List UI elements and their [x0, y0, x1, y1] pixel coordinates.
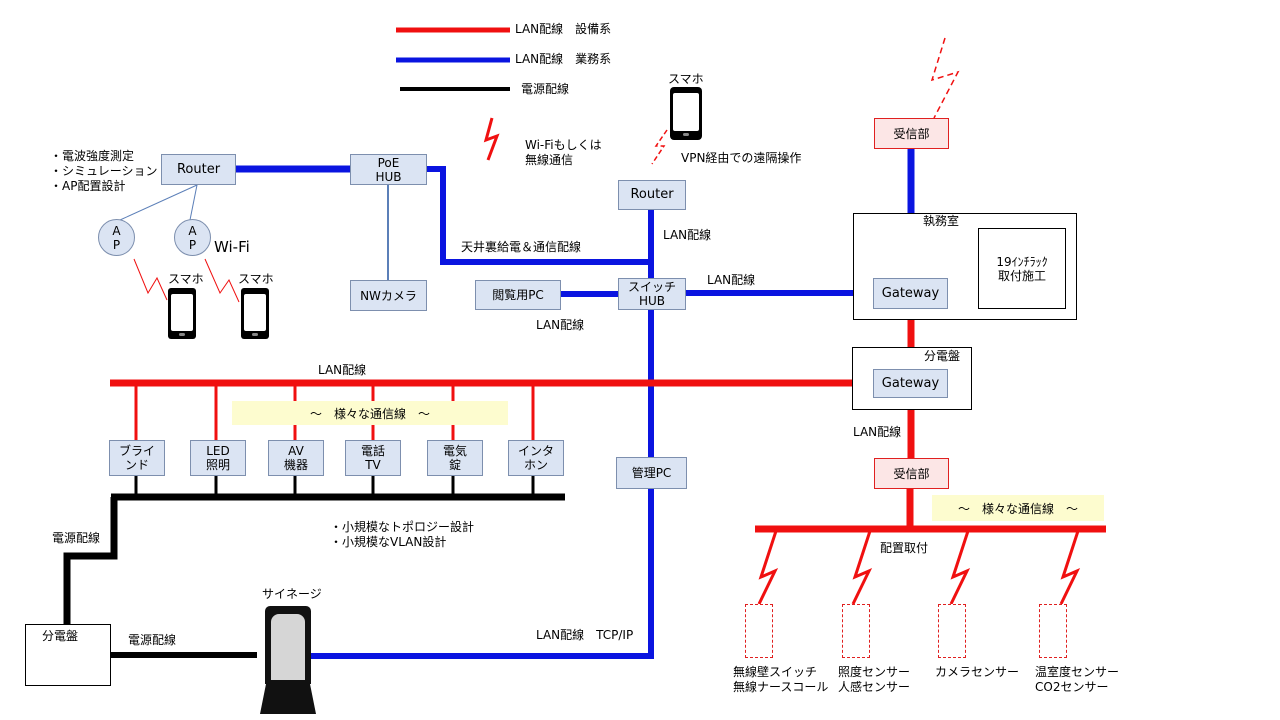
lan-label-gateway: LAN配線	[707, 273, 756, 287]
server-rack: 19ｲﾝﾁﾗｯｸ 取付施工	[978, 228, 1066, 309]
bolt-sensor-2	[851, 530, 873, 605]
sensor-label-2: 照度センサー 人感センサー	[838, 665, 911, 694]
bolt-sensor-3	[949, 530, 971, 605]
device-phone-tv[interactable]: 電話 TV	[345, 440, 401, 476]
lan-label-router: LAN配線	[663, 228, 712, 242]
device-intercom[interactable]: インタ ホン	[508, 440, 564, 476]
management-pc[interactable]: 管理PC	[616, 457, 687, 489]
panel-room-label: 分電盤	[924, 349, 961, 363]
nw-camera[interactable]: NWカメラ	[350, 280, 427, 311]
lan-tcpip-label: LAN配線 TCP/IP	[536, 628, 634, 642]
legend-red-label: LAN配線 設備系	[515, 22, 612, 36]
bolt-sensor-4	[1059, 530, 1081, 605]
mgmt-to-signage-wire	[306, 489, 654, 659]
poe-hub[interactable]: PoE HUB	[350, 154, 427, 185]
bolt-sensor-1	[757, 530, 779, 605]
smartphone-icon	[670, 87, 702, 140]
placement-label: 配置取付	[880, 541, 929, 555]
ceiling-label: 天井裏給電＆通信配線	[461, 240, 582, 254]
receiver-top[interactable]: 受信部	[874, 118, 949, 149]
wifi-label: Wi-Fi	[214, 238, 250, 256]
router-center[interactable]: Router	[618, 180, 686, 210]
sensor-temperature[interactable]	[1039, 604, 1067, 658]
wireless-receiver-dashed	[930, 37, 960, 119]
router-left[interactable]: Router	[161, 154, 236, 185]
power-down-to-panel	[63, 497, 118, 624]
remote-phone-label: スマホ	[668, 72, 704, 86]
lan-label-pc: LAN配線	[536, 318, 585, 332]
device-electric-lock[interactable]: 電気 錠	[427, 440, 483, 476]
design-notes: ・電波強度測定 ・シミュレーション ・AP配置設計	[50, 149, 158, 193]
access-point-1[interactable]: A P	[98, 219, 135, 256]
signage-icon	[265, 606, 311, 684]
sensor-label-3: カメラセンサー	[935, 665, 1020, 679]
gateway-2[interactable]: Gateway	[873, 369, 948, 398]
sensor-camera[interactable]	[938, 604, 966, 658]
device-av[interactable]: AV 機器	[268, 440, 324, 476]
router-to-ap2-link	[189, 184, 198, 221]
legend-blue-label: LAN配線 業務系	[515, 52, 612, 66]
legend-wireless-bolt	[483, 117, 500, 161]
signage-label: サイネージ	[262, 587, 322, 601]
phone-label-1: スマホ	[168, 272, 204, 286]
receiver-bottom[interactable]: 受信部	[874, 458, 949, 489]
wireless-vpn-dashed	[651, 129, 668, 165]
ceiling-wire	[427, 166, 654, 280]
various-lines-band-left: ～ 様々な通信線 ～	[232, 401, 508, 425]
sensor-wireless-switch[interactable]	[745, 604, 773, 658]
lan-label-bus: LAN配線	[318, 363, 367, 377]
device-led[interactable]: LED 照明	[190, 440, 246, 476]
lan-label-right: LAN配線	[853, 425, 902, 439]
sensor-label-4: 温室度センサー CO2センサー	[1035, 665, 1120, 694]
phone-label-2: スマホ	[238, 272, 274, 286]
browse-pc[interactable]: 閲覧用PC	[475, 280, 561, 310]
sensor-illuminance[interactable]	[842, 604, 870, 658]
access-point-2[interactable]: A P	[174, 219, 211, 256]
smartphone-icon	[241, 288, 269, 339]
distribution-panel[interactable]: 分電盤	[25, 624, 111, 686]
gateway-1[interactable]: Gateway	[873, 278, 948, 309]
power-label-bottom: 電源配線	[128, 633, 177, 647]
wifi-squiggle-2	[204, 258, 240, 303]
duty-room-label: 執務室	[923, 214, 960, 228]
sensor-label-1: 無線壁スイッチ 無線ナースコール	[733, 665, 829, 694]
signage-stand-icon	[260, 684, 316, 714]
topology-notes: ・小規模なトポロジー設計 ・小規模なVLAN設計	[330, 520, 475, 549]
device-blind[interactable]: ブライ ンド	[109, 440, 165, 476]
wifi-squiggle-1	[133, 258, 168, 301]
switch-hub[interactable]: スイッチ HUB	[618, 278, 686, 310]
vpn-label: VPN経由での遠隔操作	[681, 151, 802, 165]
power-label-left: 電源配線	[52, 531, 101, 545]
legend-wireless-label: Wi-Fiもしくは 無線通信	[525, 138, 602, 167]
router-to-ap1-link	[119, 184, 198, 221]
smartphone-icon	[168, 288, 196, 339]
various-lines-band-right: ～ 様々な通信線 ～	[932, 495, 1104, 521]
legend-black-label: 電源配線	[521, 82, 570, 96]
